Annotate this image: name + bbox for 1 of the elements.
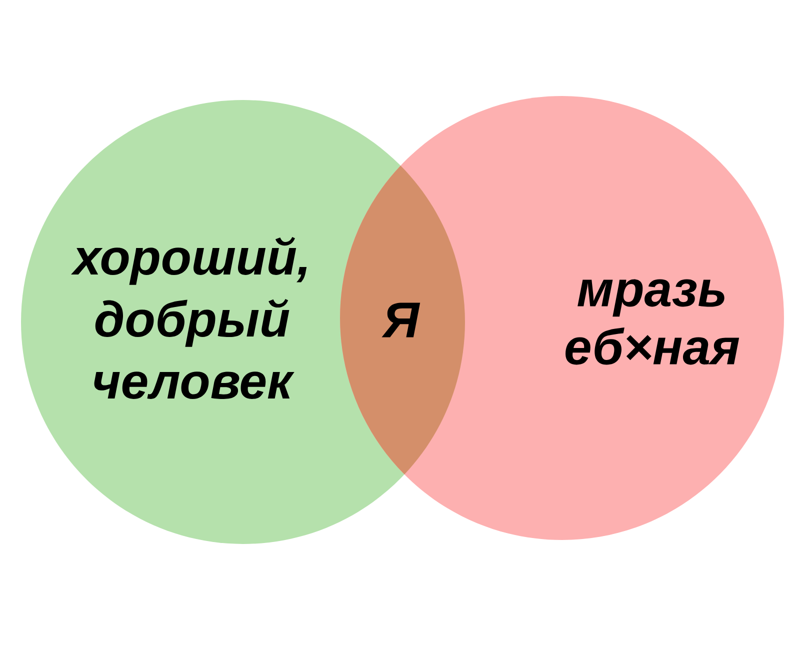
- overlap-region: Я: [340, 166, 465, 474]
